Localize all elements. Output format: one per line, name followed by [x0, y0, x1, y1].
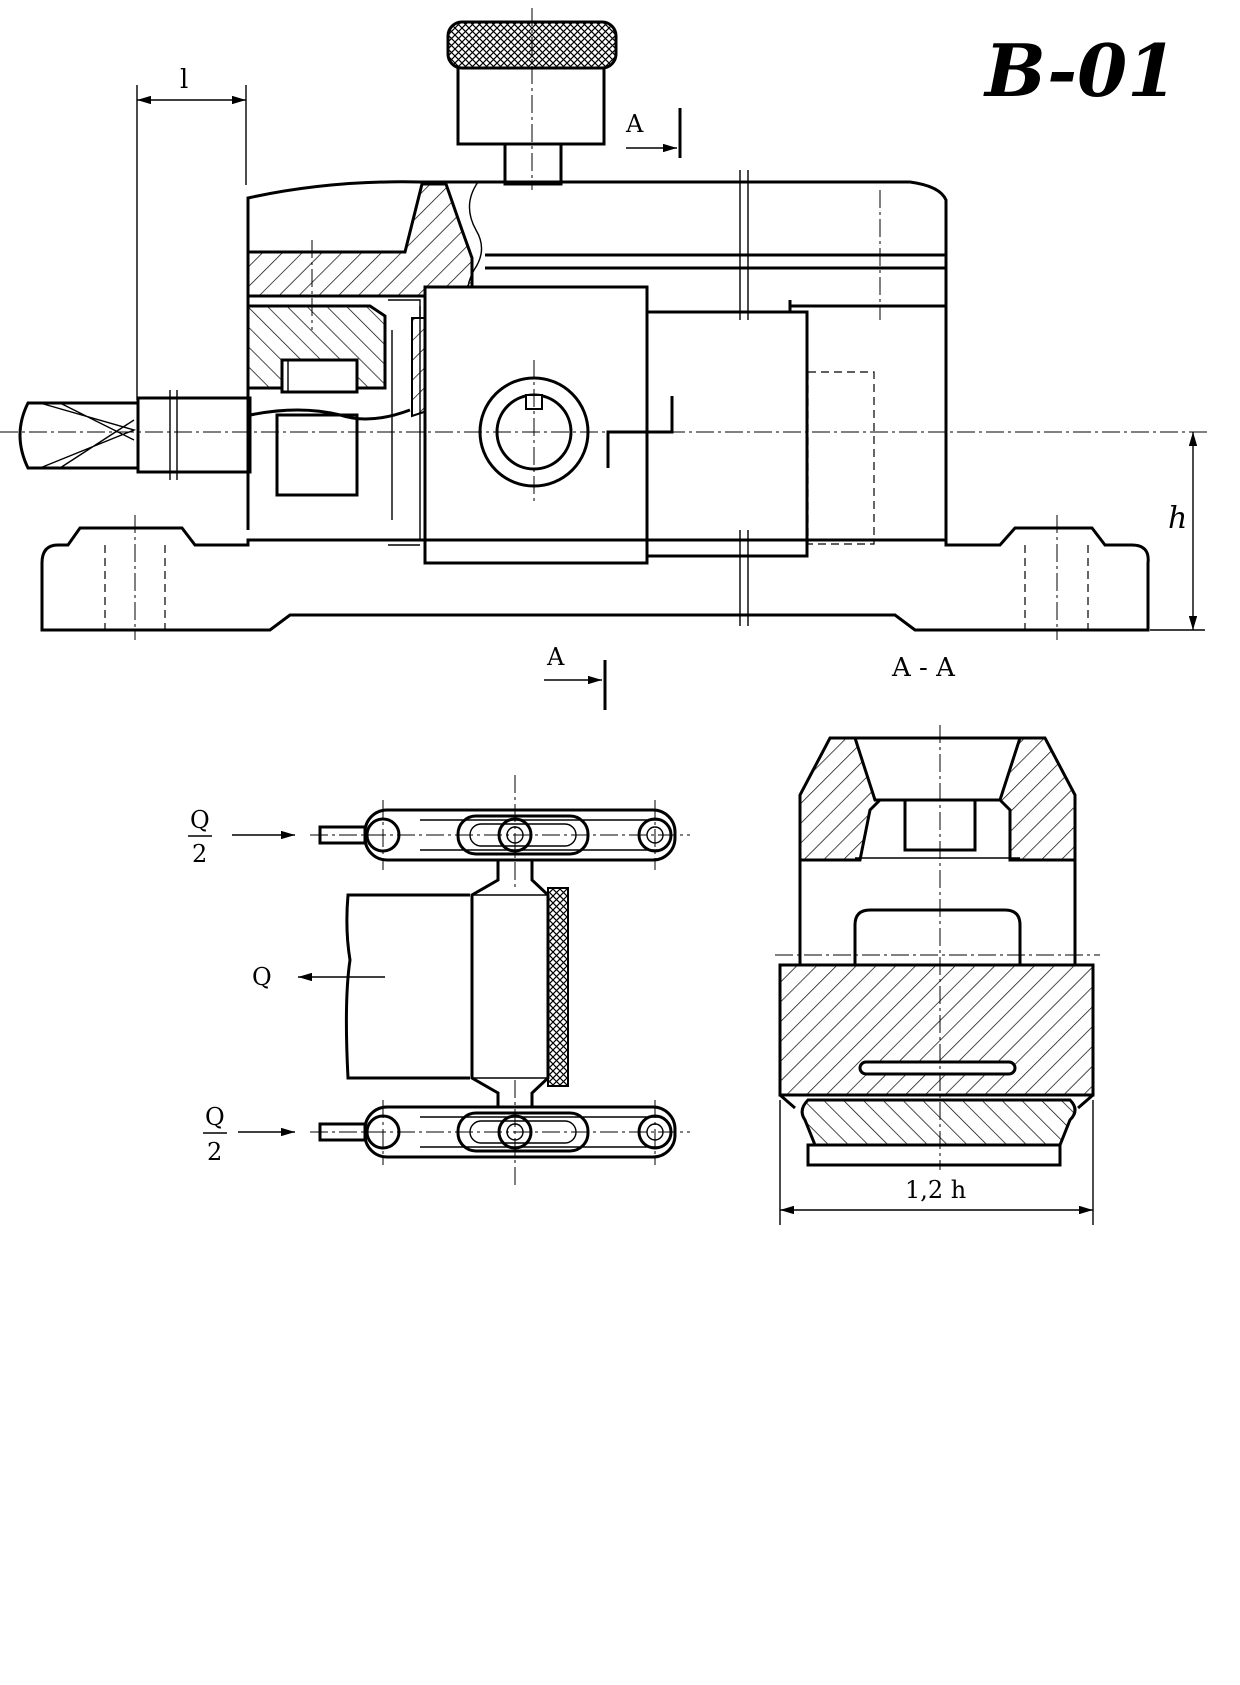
workpiece-bar: [344, 893, 470, 1080]
main-view: l h A A: [0, 8, 1210, 710]
force-half-top: Q 2: [188, 806, 295, 868]
body-upper-outline: [246, 180, 948, 540]
section-marker-bottom: A: [544, 643, 607, 710]
force-q: Q: [252, 963, 385, 991]
upper-link: [310, 775, 690, 890]
section-marker-top: A: [625, 108, 682, 158]
section-view-label: A - A: [891, 653, 956, 683]
lower-link: [310, 1080, 690, 1185]
plan-view: Q 2 Q Q 2: [188, 775, 690, 1185]
svg-text:2: 2: [207, 1138, 222, 1166]
hatched-top-section: [246, 182, 474, 298]
svg-text:Q: Q: [190, 806, 210, 834]
roller: [470, 858, 569, 1109]
svg-text:A: A: [625, 110, 644, 138]
lead-screw: [18, 390, 411, 480]
svg-text:Q: Q: [252, 963, 272, 991]
svg-text:2: 2: [192, 840, 207, 868]
section-base-hatched: [800, 1098, 1077, 1147]
dimension-h-label: h: [1168, 501, 1187, 536]
dimension-l-label: l: [180, 65, 188, 95]
force-half-bottom: Q 2: [203, 1103, 295, 1166]
svg-text:Q: Q: [205, 1103, 225, 1131]
svg-text:A: A: [546, 643, 565, 671]
section-view: A - A 1,2 h: [775, 653, 1100, 1225]
knurled-knob: [446, 8, 618, 190]
drawing-title: B-01: [983, 28, 1177, 113]
sliding-block: [423, 285, 649, 565]
dimension-width-label: 1,2 h: [905, 1176, 966, 1204]
